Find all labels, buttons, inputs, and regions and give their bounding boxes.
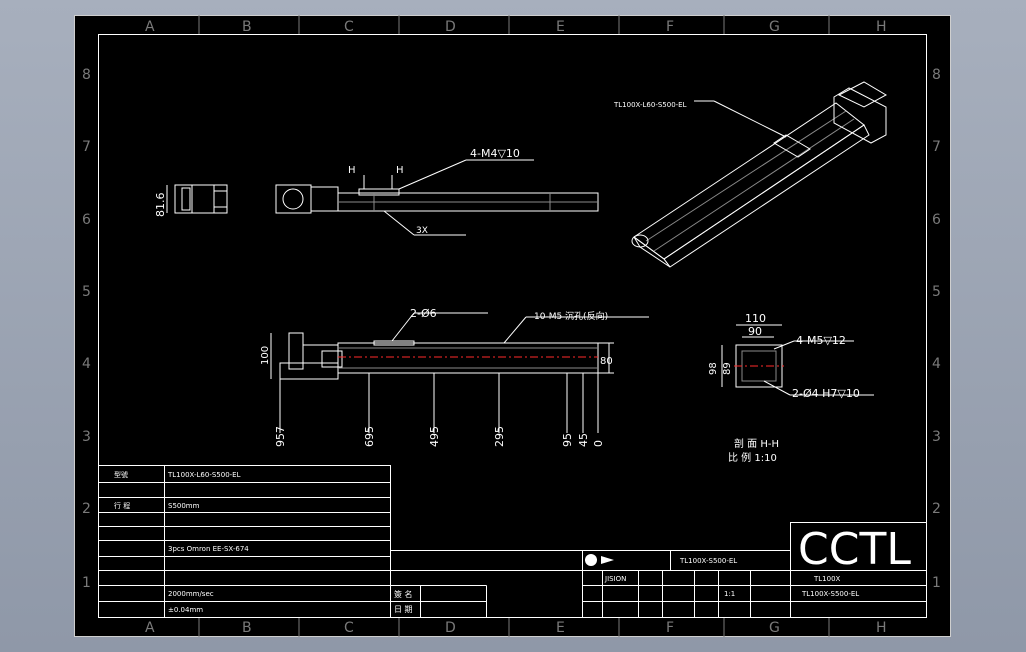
section-mark-h-right: H	[396, 165, 404, 176]
row-8-left: 8	[82, 67, 91, 83]
ord-957: 957	[274, 426, 287, 447]
col-e-bottom: E	[556, 620, 565, 636]
callout-2-d4: 2-Ø4 H7▽10	[792, 387, 860, 400]
ordinate-labels: 957 695 495 295 95 45 0	[274, 426, 605, 447]
iso-model-label: TL100X-L60-S500-EL	[613, 101, 687, 109]
frame-ticks	[198, 15, 830, 637]
row-1-right: 1	[932, 575, 941, 591]
dim-81-6: 81.6	[154, 193, 167, 218]
row-4-right: 4	[932, 356, 941, 372]
ordinate-extension-lines	[279, 373, 599, 433]
drawing-number: TL100X-S500-EL	[801, 590, 859, 598]
row-5-right: 5	[932, 284, 941, 300]
ord-695: 695	[363, 426, 376, 447]
col-c-top: C	[344, 19, 354, 35]
col-d-bottom: D	[445, 620, 456, 636]
spec-value-9: ±0.04mm	[168, 606, 203, 614]
col-f-bottom: F	[666, 620, 674, 636]
spec-value-8: 2000mm/sec	[168, 590, 214, 598]
column-labels-bottom: A B C D E F G H	[145, 620, 887, 636]
col-g-top: G	[769, 19, 780, 35]
col-a-bottom: A	[145, 620, 155, 636]
spec-value-5: 3pcs Omron EE-SX-674	[168, 545, 249, 553]
row-labels-right: 8 7 6 5 4 3 2 1	[932, 67, 941, 591]
row-7-right: 7	[932, 139, 941, 155]
drawing-number-top: TL100X-S500-EL	[679, 557, 737, 565]
dim-100: 100	[260, 346, 271, 365]
row-1-left: 1	[82, 575, 91, 591]
cad-drawing: A B C D E F G H A B C D E F G H 8 7 6 5 …	[74, 15, 951, 637]
drawing-title: TL100X	[813, 575, 841, 583]
row-2-left: 2	[82, 501, 91, 517]
row-6-right: 6	[932, 212, 941, 228]
col-g-bottom: G	[769, 620, 780, 636]
row-8-right: 8	[932, 67, 941, 83]
col-b-top: B	[242, 19, 252, 35]
ord-295: 295	[493, 426, 506, 447]
callout-3x: 3X	[416, 226, 428, 236]
column-labels-top: A B C D E F G H	[145, 19, 887, 35]
col-b-bottom: B	[242, 620, 252, 636]
col-e-top: E	[556, 19, 565, 35]
spec-values: TL100X-L60-S500-EL S500mm 3pcs Omron EE-…	[167, 471, 249, 614]
top-view: H H 4-M4▽10 3X	[275, 147, 599, 236]
row-5-left: 5	[82, 284, 91, 300]
row-4-left: 4	[82, 356, 91, 372]
section-view-hh: 110 90 98 89 4-M5▽12 2-Ø4 H7▽10 剖 面 H-H …	[708, 312, 874, 464]
isometric-view: TL100X-L60-S500-EL	[613, 81, 888, 268]
row-6-left: 6	[82, 212, 91, 228]
spec-label-0: 型號	[114, 470, 128, 479]
front-view: 80 100 2-Ø6 10-M5 沉孔(反向) 957 695 495 295…	[260, 307, 649, 447]
callout-2-d6: 2-Ø6	[410, 307, 437, 320]
spec-value-0: TL100X-L60-S500-EL	[167, 471, 241, 479]
col-h-top: H	[876, 19, 887, 35]
callout-4-m5: 4-M5▽12	[796, 334, 846, 347]
projection-symbol-icon	[585, 554, 597, 566]
designer-name: JISION	[604, 575, 626, 583]
col-d-top: D	[445, 19, 456, 35]
row-3-right: 3	[932, 429, 941, 445]
sign-label: 簽 名	[394, 589, 413, 599]
drawing-sheet: A B C D E F G H A B C D E F G H 8 7 6 5 …	[74, 15, 951, 637]
dim-90: 90	[748, 325, 762, 338]
title-block: 型號 行 程 TL100X-L60-S500-EL S500mm 3pcs Om…	[98, 465, 927, 618]
company-logo: CCTL	[798, 524, 911, 575]
section-scale: 比 例 1:10	[728, 451, 777, 464]
ord-95: 95	[561, 433, 574, 447]
ord-45: 45	[577, 433, 590, 447]
spec-labels: 型號 行 程	[114, 470, 130, 510]
dim-110: 110	[745, 312, 766, 325]
ord-0: 0	[592, 440, 605, 447]
col-a-top: A	[145, 19, 155, 35]
row-3-left: 3	[82, 429, 91, 445]
outer-border	[74, 15, 951, 637]
spec-label-2: 行 程	[114, 501, 130, 510]
callout-back-holes: 10-M5 沉孔(反向)	[534, 310, 608, 322]
col-f-top: F	[666, 19, 674, 35]
end-view-small: 81.6	[154, 184, 228, 218]
dim-89: 89	[722, 362, 733, 375]
col-h-bottom: H	[876, 620, 887, 636]
ord-495: 495	[428, 426, 441, 447]
row-labels-left: 8 7 6 5 4 3 2 1	[82, 67, 91, 591]
section-mark-h-left: H	[348, 165, 356, 176]
date-label: 日 期	[394, 605, 413, 614]
spec-value-2: S500mm	[168, 502, 200, 510]
dim-98: 98	[708, 362, 719, 375]
section-title: 剖 面 H-H	[734, 437, 779, 450]
row-7-left: 7	[82, 139, 91, 155]
callout-4-m4: 4-M4▽10	[470, 147, 520, 160]
dim-80: 80	[600, 356, 613, 367]
scale-value: 1:1	[724, 590, 735, 598]
row-2-right: 2	[932, 501, 941, 517]
col-c-bottom: C	[344, 620, 354, 636]
